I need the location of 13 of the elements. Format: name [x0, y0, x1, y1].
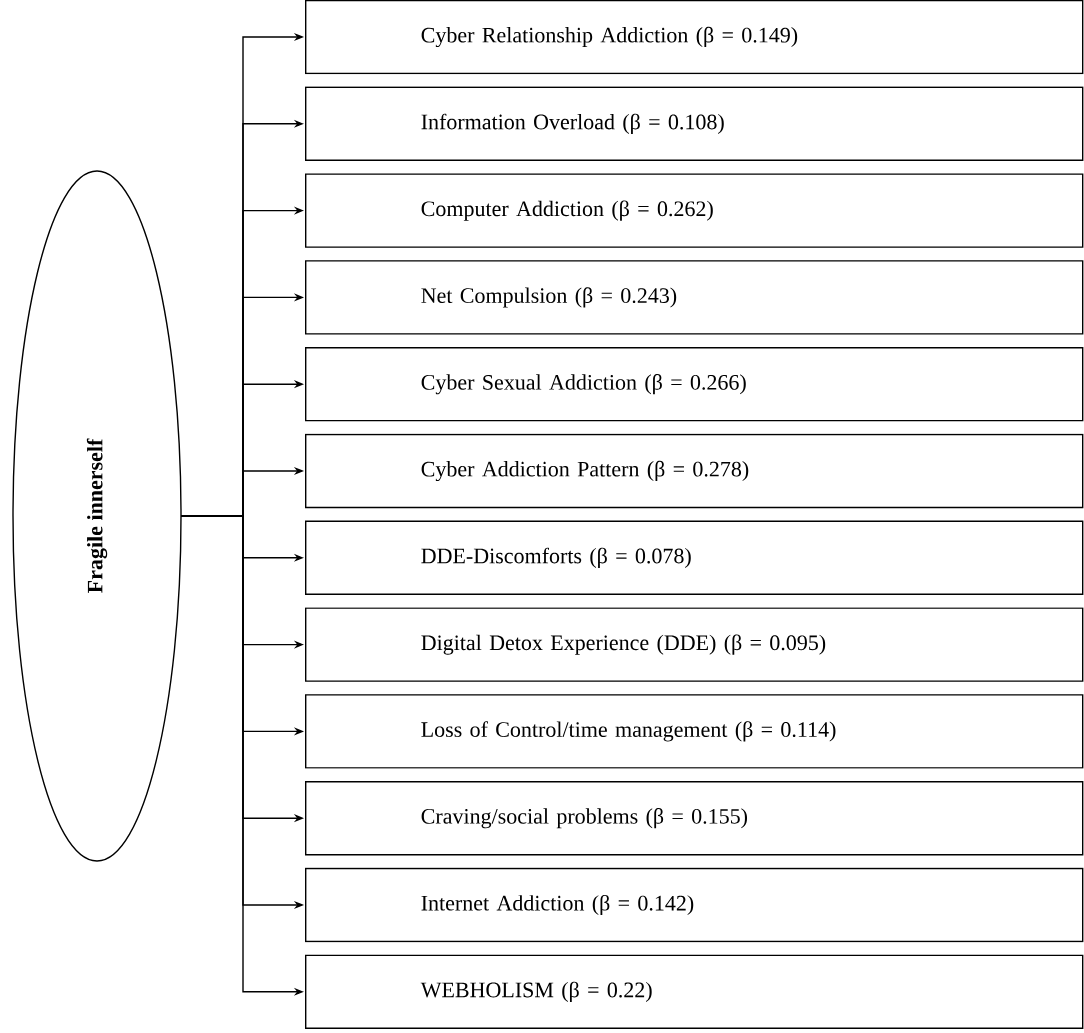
text-box: Computer Addiction (β = 0.262) — [305, 173, 1084, 248]
text-box: Craving/social problems (β = 0.155) — [305, 781, 1084, 856]
text-box: Information Overload (β = 0.108) — [305, 86, 1084, 161]
text-box: DDE-Discomforts (β = 0.078) — [305, 520, 1084, 595]
ellipse-node: Fragile innerself — [12, 170, 182, 862]
text-box: Cyber Relationship Addiction (β = 0.149) — [305, 0, 1084, 75]
text-box: Cyber Addiction Pattern (β = 0.278) — [305, 433, 1084, 509]
text-box: Cyber Sexual Addiction (β = 0.266) — [305, 347, 1084, 422]
text-box: Net Compulsion (β = 0.243) — [305, 260, 1084, 335]
text-box: Internet Addiction (β = 0.142) — [305, 867, 1084, 943]
text-box: WEBHOLISM (β = 0.22) — [305, 954, 1084, 1029]
text-box: Digital Detox Experience (DDE) (β = 0.095) — [305, 607, 1084, 682]
text-box: Loss of Control/time management (β = 0.114) — [305, 694, 1084, 769]
